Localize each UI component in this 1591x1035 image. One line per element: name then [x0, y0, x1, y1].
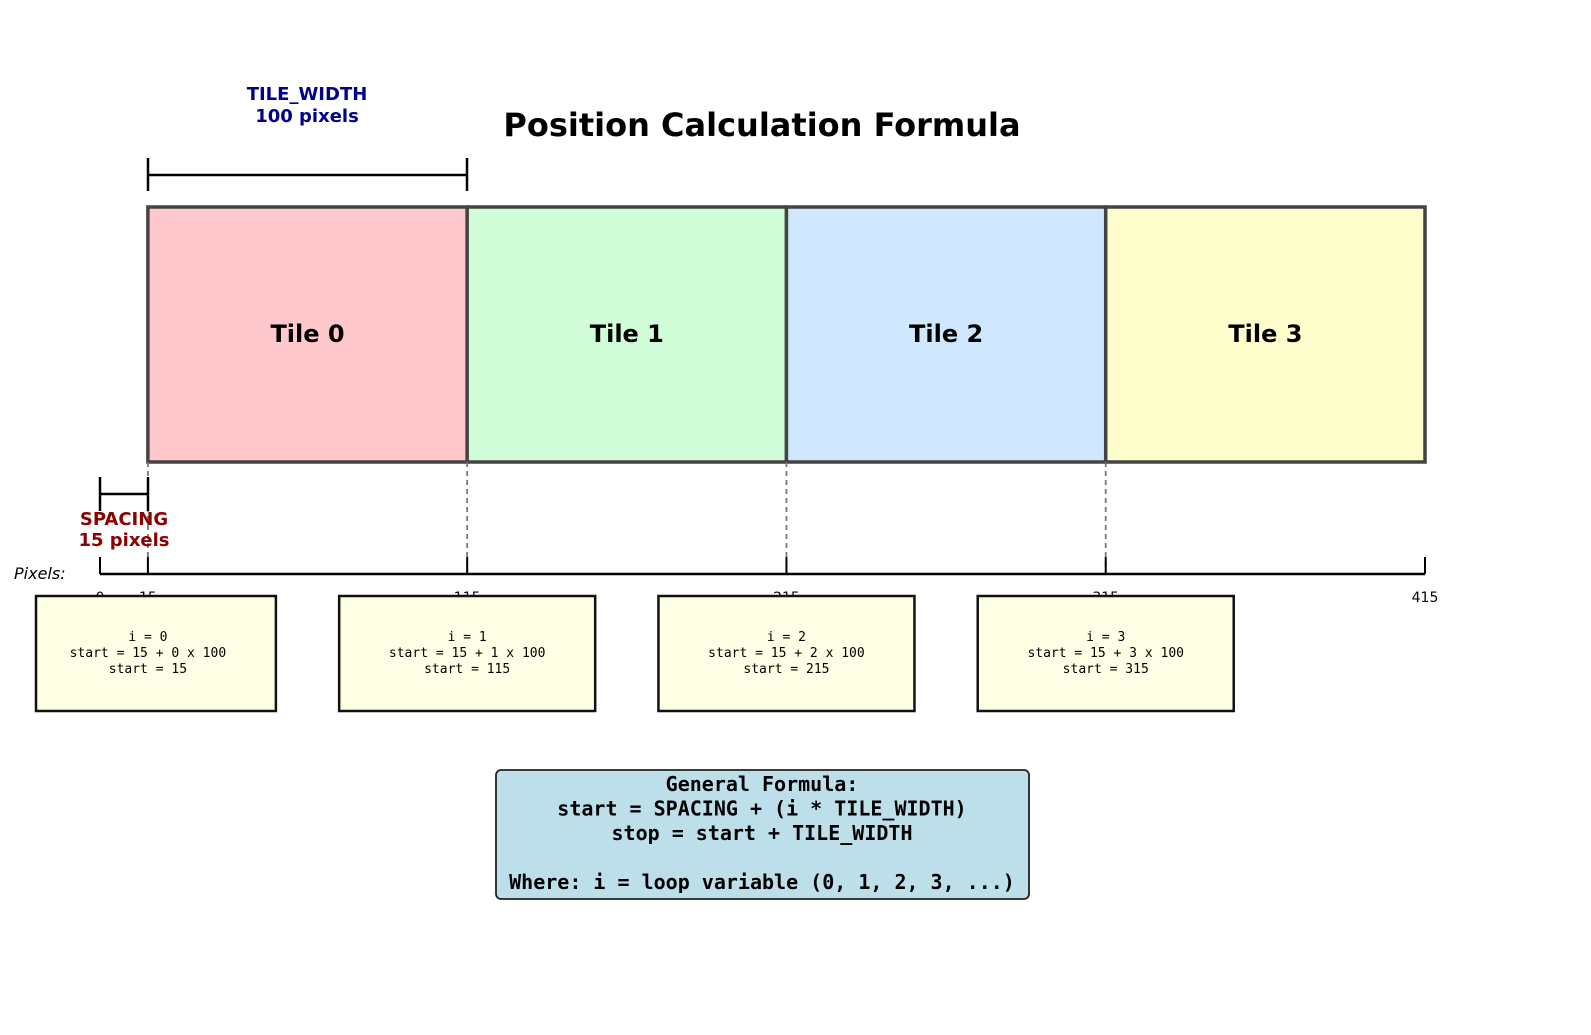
calc-line-2-0: i = 2	[767, 630, 806, 645]
tile-label-2: Tile 2	[909, 320, 983, 348]
calc-line-0-2: start = 15	[109, 662, 187, 677]
tile-2	[784, 205, 1108, 464]
tile-width-value: 100 pixels	[255, 106, 359, 127]
tile-label-0: Tile 0	[270, 320, 344, 348]
tile-width-name: TILE_WIDTH	[247, 84, 368, 105]
calc-box-3	[976, 594, 1235, 713]
calc-line-1-0: i = 1	[448, 630, 487, 645]
calc-line-1-2: start = 115	[424, 662, 510, 677]
tile-width-bracket	[146, 158, 469, 191]
calc-line-3-0: i = 3	[1086, 630, 1125, 645]
formula-line-2: stop = start + TILE_WIDTH	[611, 821, 912, 845]
spacing-bracket	[98, 477, 150, 511]
formula-line-0: General Formula:	[666, 772, 859, 796]
calc-line-2-2: start = 215	[743, 662, 829, 677]
tile-label-1: Tile 1	[590, 320, 664, 348]
calc-line-2-1: start = 15 + 2 x 100	[708, 646, 865, 661]
spacing-value: 15 pixels	[78, 530, 169, 551]
calc-box-0	[34, 594, 278, 713]
axis-tick-label-5: 415	[1412, 590, 1439, 606]
spacing-name: SPACING	[80, 509, 168, 530]
axis-label: Pixels:	[14, 564, 66, 583]
tiles: Tile 0 Tile 1 Tile 2 Tile 3	[146, 205, 1427, 464]
calc-box-1	[337, 594, 597, 713]
calc-line-0-0: i = 0	[128, 630, 167, 645]
calc-line-0-1: start = 15 + 0 x 100	[70, 646, 227, 661]
formula-line-4: Where: i = loop variable (0, 1, 2, 3, ..…	[509, 870, 1015, 894]
calc-line-3-2: start = 315	[1063, 662, 1149, 677]
tile-label-3: Tile 3	[1228, 320, 1302, 348]
calc-line-1-1: start = 15 + 1 x 100	[389, 646, 546, 661]
tile-1	[465, 205, 789, 464]
calc-box-2	[657, 594, 916, 713]
tile-3	[1103, 205, 1427, 464]
svg-text:General Formula:start = SPACIN: General Formula:start = SPACING + (i * T…	[509, 772, 1015, 894]
page-title: Position Calculation Formula	[503, 106, 1020, 144]
guide-lines	[146, 462, 1107, 574]
general-formula-box: General Formula:start = SPACING + (i * T…	[495, 769, 1030, 900]
tile-0	[146, 205, 469, 464]
calc-line-3-1: start = 15 + 3 x 100	[1027, 646, 1184, 661]
formula-line-1: start = SPACING + (i * TILE_WIDTH)	[557, 797, 966, 821]
